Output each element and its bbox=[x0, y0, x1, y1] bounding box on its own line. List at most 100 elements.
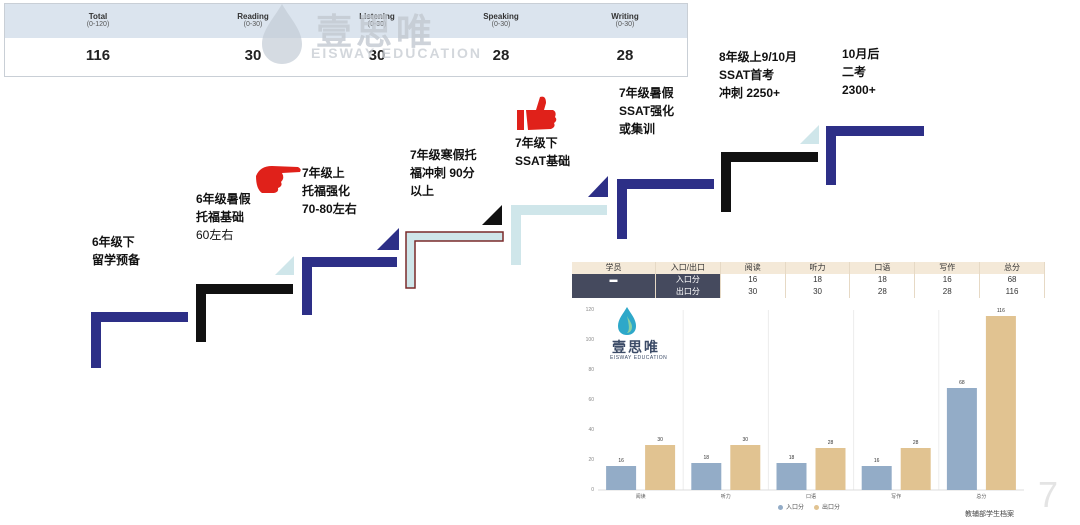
score-col-range: (0-120) bbox=[86, 21, 110, 28]
score-col-name: Reading bbox=[237, 12, 269, 21]
stage-label-6: 7年级暑假 SSAT强化 或集训 bbox=[619, 84, 674, 138]
bar-chart bbox=[598, 310, 1024, 491]
panel-table-row-entry: ▬ 入口分 16 18 18 16 68 bbox=[572, 274, 1045, 286]
stage-line: 留学预备 bbox=[92, 253, 141, 267]
bar-entry bbox=[946, 388, 977, 490]
panel-table-header-cell: 写作 bbox=[915, 262, 981, 274]
bar-data-label: 16 bbox=[873, 458, 880, 464]
stage-line: 7年级下 bbox=[515, 136, 558, 150]
step-1-bar bbox=[91, 312, 188, 368]
panel-cell: 30 bbox=[786, 286, 851, 298]
bar-entry bbox=[861, 466, 892, 490]
bar-data-label: 30 bbox=[657, 437, 663, 443]
score-listening-value: 30 bbox=[368, 47, 386, 64]
panel-cell: 28 bbox=[850, 286, 916, 298]
stage-label-3: 7年级上 托福强化 70-80左右 bbox=[302, 164, 357, 218]
panel-cell: 18 bbox=[786, 274, 851, 286]
x-tick-label: 总分 bbox=[976, 494, 987, 500]
score-header-writing: Writing(0-30) bbox=[563, 4, 687, 38]
bar-data-label: 30 bbox=[742, 437, 749, 443]
stage-label-1: 6年级下 留学预备 bbox=[92, 233, 140, 269]
score-header-reading: Reading(0-30) bbox=[191, 4, 315, 38]
panel-cell: 18 bbox=[850, 274, 916, 286]
stage-line: 7年级暑假 bbox=[619, 86, 674, 100]
stage-line: 10月后 bbox=[842, 47, 880, 61]
panel-table-row-exit: 出口分 30 30 28 28 116 bbox=[572, 286, 1045, 298]
panel-table-header: 学员 入口/出口 阅读 听力 口语 写作 总分 bbox=[572, 262, 1045, 274]
score-col-range: (0-30) bbox=[491, 21, 511, 28]
bar-data-label: 68 bbox=[959, 380, 965, 386]
stage-line: 以上 bbox=[410, 184, 435, 198]
stage-line: 或集训 bbox=[619, 122, 656, 136]
bar-data-label: 28 bbox=[912, 440, 919, 446]
panel-table-header-cell: 入口/出口 bbox=[656, 262, 721, 274]
thumbs-up-icon bbox=[517, 96, 557, 130]
student-avatar: ▬ bbox=[572, 274, 656, 286]
score-header-row: Total(0-120) Reading(0-30) Listening(0-3… bbox=[5, 4, 687, 38]
y-tick-label: 20 bbox=[588, 457, 594, 463]
panel-brand-sub: EISWAY EDUCATION bbox=[610, 355, 668, 361]
score-chart-panel: 学员 入口/出口 阅读 听力 口语 写作 总分 ▬ 入口分 16 18 18 1… bbox=[572, 262, 1045, 524]
bar-exit bbox=[815, 448, 846, 490]
score-report-table: Total(0-120) Reading(0-30) Listening(0-3… bbox=[4, 3, 688, 77]
step-4-corner-triangle bbox=[482, 205, 502, 225]
score-col-range: (0-30) bbox=[243, 21, 263, 28]
score-col-range: (0-30) bbox=[615, 21, 635, 28]
bar-data-label: 18 bbox=[703, 455, 710, 461]
score-col-name: Total bbox=[88, 12, 108, 21]
watermark-brand: 壹思唯 bbox=[316, 11, 437, 52]
panel-cell: 16 bbox=[721, 274, 786, 286]
legend-item-exit: 出口分 bbox=[814, 502, 840, 511]
score-reading-value: 30 bbox=[244, 47, 262, 64]
score-col-range: (0-30) bbox=[367, 21, 387, 28]
stage-label-4: 7年级寒假托 福冲刺 90分 以上 bbox=[410, 146, 477, 200]
stage-line: SSAT强化 bbox=[619, 104, 675, 118]
score-total-value: 116 bbox=[85, 47, 111, 64]
bar-data-label: 28 bbox=[827, 440, 834, 446]
panel-footer: 教辅部学生档案 bbox=[965, 511, 1014, 518]
stage-line: 6年级下 bbox=[92, 235, 135, 249]
panel-table-header-cell: 阅读 bbox=[721, 262, 786, 274]
y-tick-label: 0 bbox=[591, 487, 594, 493]
panel-cell: 16 bbox=[915, 274, 981, 286]
stage-line: 8年级上9/10月 bbox=[719, 50, 798, 64]
x-tick-label: 阅读 bbox=[635, 494, 646, 500]
x-tick-label: 口语 bbox=[805, 494, 816, 500]
bar-entry bbox=[776, 463, 807, 490]
stage-line: 托福强化 bbox=[302, 184, 351, 198]
stage-label-7: 8年级上9/10月 SSAT首考 冲刺 2250+ bbox=[719, 48, 797, 102]
step-7-bar bbox=[721, 152, 818, 212]
bar-data-label: 116 bbox=[996, 308, 1005, 314]
legend-item-entry: 入口分 bbox=[778, 502, 804, 511]
legend-swatch bbox=[814, 504, 820, 510]
bar-entry bbox=[691, 463, 722, 490]
legend-swatch bbox=[778, 504, 783, 510]
panel-cell: 30 bbox=[721, 286, 786, 298]
stage-label-5: 7年级下 SSAT基础 bbox=[515, 134, 570, 170]
chart-legend: 入口分 出口分 bbox=[778, 502, 840, 511]
stage-label-2: 6年级暑假 托福基础 60左右 bbox=[196, 190, 251, 244]
pointing-hand-icon bbox=[256, 166, 301, 193]
step-5-corner-triangle bbox=[588, 176, 608, 197]
panel-row-label: 出口分 bbox=[655, 286, 721, 298]
student-cell bbox=[572, 286, 656, 298]
score-header-listening: Listening(0-30) bbox=[315, 4, 439, 38]
stage-line: 二考 bbox=[842, 65, 867, 79]
step-3-corner-triangle bbox=[377, 228, 399, 250]
bar-entry bbox=[606, 466, 637, 490]
stage-line: SSAT基础 bbox=[515, 154, 571, 168]
y-tick-label: 120 bbox=[585, 307, 594, 313]
step-2-bar bbox=[196, 284, 293, 342]
score-header-speaking: Speaking(0-30) bbox=[439, 4, 563, 38]
x-tick-label: 写作 bbox=[891, 494, 902, 500]
stage-line: 2300+ bbox=[842, 83, 876, 97]
panel-table-header-cell: 总分 bbox=[980, 262, 1045, 274]
panel-row-label: 入口分 bbox=[655, 274, 721, 286]
step-8-bar bbox=[826, 126, 924, 185]
panel-brand-name: 壹思唯 bbox=[612, 339, 660, 355]
stage-line: 60左右 bbox=[196, 228, 234, 242]
brand-drop-icon bbox=[618, 307, 636, 335]
bar-exit bbox=[900, 448, 931, 490]
panel-table-header-cell: 学员 bbox=[572, 262, 656, 274]
